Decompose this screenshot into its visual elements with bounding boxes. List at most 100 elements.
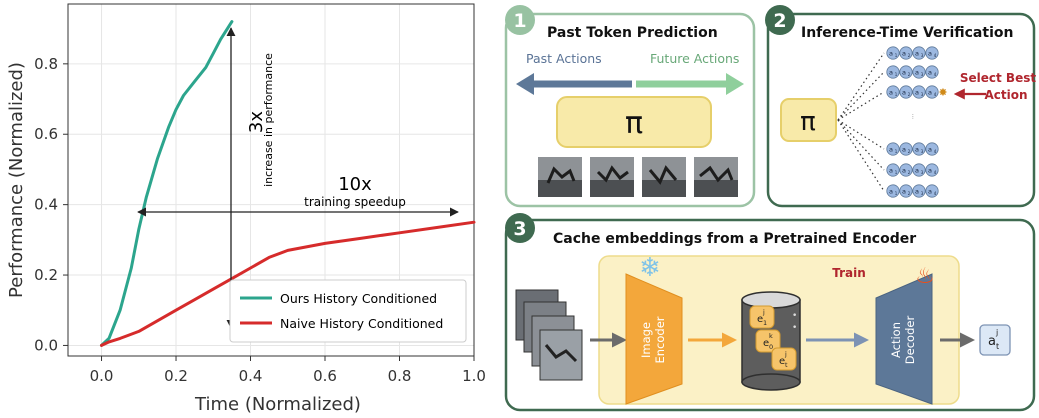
past-actions-label: Past Actions xyxy=(526,51,602,66)
robot-frames xyxy=(538,157,738,197)
action-token-sub: 1 xyxy=(895,72,898,77)
verifier-policy-box xyxy=(780,98,837,142)
action-token-sub: 3 xyxy=(921,53,924,58)
action-token-label: a xyxy=(889,89,893,97)
action-token xyxy=(886,163,900,177)
action-token xyxy=(912,142,926,156)
x-axis-label: Time (Normalized) xyxy=(194,394,361,414)
select-best-label: Select Best xyxy=(960,71,1036,85)
action-token xyxy=(886,46,900,60)
output-action-sup: j xyxy=(995,328,998,337)
y-tick-label: 0.0 xyxy=(34,336,58,354)
action-token-label: a xyxy=(928,50,932,58)
action-token xyxy=(886,184,900,198)
robot-frame xyxy=(590,157,634,197)
action-token xyxy=(886,65,900,79)
y-axis-label: Performance (Normalized) xyxy=(6,62,27,298)
action-token-label: a xyxy=(915,188,919,196)
future-actions-label: Future Actions xyxy=(650,51,739,66)
x-tick-label: 0.0 xyxy=(90,367,114,385)
action-decoder xyxy=(875,273,933,405)
action-token-sub: 2 xyxy=(908,149,911,154)
x-tick-label: 0.6 xyxy=(313,367,337,385)
panel3-number: 3 xyxy=(513,218,526,240)
y-axis-ticks: 0.00.20.40.60.8 xyxy=(34,55,68,354)
action-token-label: a xyxy=(889,167,893,175)
action-token-sub: 1 xyxy=(895,170,898,175)
cache-ellipsis-1: • xyxy=(792,311,797,321)
candidate-link xyxy=(837,119,885,150)
frozen-snowflake-icon: ❄ xyxy=(639,253,661,283)
annotation-3x-caption: increase in performance xyxy=(262,53,275,187)
action-decoder-label-2: Decoder xyxy=(903,316,917,365)
legend-label-naive: Naive History Conditioned xyxy=(280,316,443,331)
action-token-label: a xyxy=(915,69,919,77)
best-action-star-icon: ✸ xyxy=(938,86,947,99)
action-token-sub: 2 xyxy=(908,191,911,196)
action-token-sub: 4 xyxy=(934,72,937,77)
action-token xyxy=(899,46,913,60)
panel2-badge xyxy=(765,5,795,35)
action-token-label: a xyxy=(902,89,906,97)
panel-past-token-prediction: 1 Past Token Prediction Past Actions Fut… xyxy=(504,5,756,208)
select-action-label: Action xyxy=(984,88,1027,102)
action-token xyxy=(925,65,939,79)
cache-ellipsis-2: • xyxy=(792,323,797,333)
panel3-badge xyxy=(505,213,535,243)
future-actions-arrow-head xyxy=(726,73,744,95)
robot-frame xyxy=(694,157,738,197)
action-token-sub: 3 xyxy=(921,191,924,196)
legend-box xyxy=(229,279,467,343)
action-token xyxy=(912,46,926,60)
embedding-2-sup: k xyxy=(769,332,773,340)
action-token-label: a xyxy=(902,69,906,77)
panel2-title: Inference-Time Verification xyxy=(801,25,1013,41)
embedding-3-label: e xyxy=(779,356,785,367)
action-token-sub: 4 xyxy=(934,191,937,196)
panel1-number: 1 xyxy=(513,10,526,32)
policy-box xyxy=(556,96,712,148)
action-token-label: a xyxy=(928,167,932,175)
action-token-sub: 2 xyxy=(908,170,911,175)
input-image-stack xyxy=(515,289,583,381)
action-token xyxy=(925,142,939,156)
action-token-label: a xyxy=(915,167,919,175)
y-tick-label: 0.4 xyxy=(34,196,58,214)
output-action-sub: t xyxy=(996,342,999,351)
action-token-label: a xyxy=(928,69,932,77)
embedding-token: e 0 k xyxy=(755,329,781,353)
panel1-title: Past Token Prediction xyxy=(547,25,718,41)
action-token-label: a xyxy=(902,50,906,58)
candidate-ellipsis: ⋮ xyxy=(911,114,916,120)
action-token-label: a xyxy=(889,188,893,196)
x-tick-label: 1.0 xyxy=(462,367,486,385)
action-token-label: a xyxy=(889,50,893,58)
action-token-sub: 4 xyxy=(934,170,937,175)
train-label: Train xyxy=(832,266,866,280)
image-encoder-label-2: Encoder xyxy=(653,316,667,363)
panel1-badge xyxy=(505,5,535,35)
action-token xyxy=(925,163,939,177)
robot-frame xyxy=(538,157,582,197)
action-token-label: a xyxy=(928,188,932,196)
action-token-label: a xyxy=(889,69,893,77)
action-token-label: a xyxy=(915,89,919,97)
embedding-3-sub: t xyxy=(785,361,788,369)
chart-legend: Ours History Conditioned Naive History C… xyxy=(229,279,467,343)
past-actions-arrow-head xyxy=(516,73,534,95)
action-token xyxy=(925,184,939,198)
embedding-1-sup: j xyxy=(762,308,765,316)
embedding-1-sub: 1 xyxy=(763,319,767,327)
panel-cache-embeddings: 3 Cache embeddings from a Pretrained Enc… xyxy=(504,213,1036,412)
annotation-3x: 3x xyxy=(246,111,267,133)
y-tick-label: 0.6 xyxy=(34,125,58,143)
action-token xyxy=(899,142,913,156)
image-encoder-label-1: Image xyxy=(639,322,653,358)
series-line-ours xyxy=(100,20,234,347)
plot-frame xyxy=(67,3,475,357)
action-token-sub: 3 xyxy=(921,72,924,77)
action-token xyxy=(912,184,926,198)
